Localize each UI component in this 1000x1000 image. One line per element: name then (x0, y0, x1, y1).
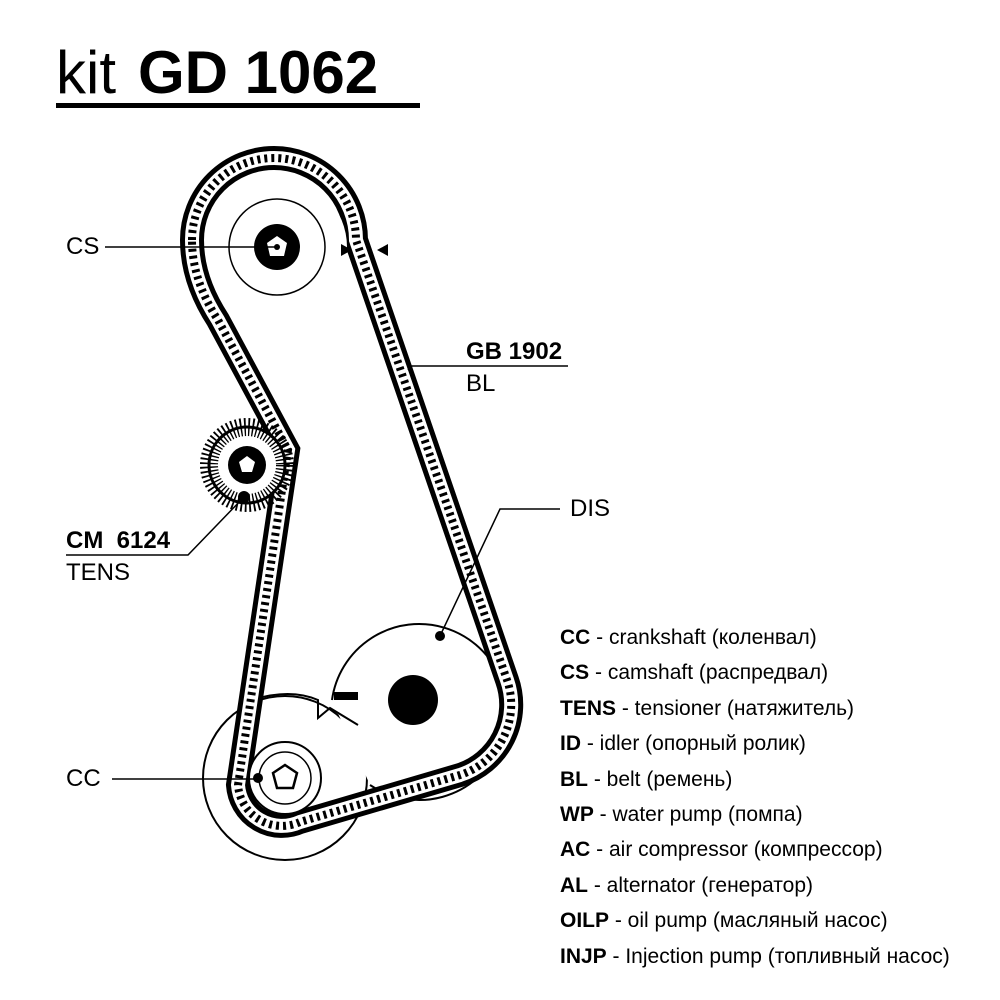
legend-item: CC - crankshaft (коленвал) (560, 626, 817, 649)
label-belt-code: GB 1902 (466, 338, 563, 365)
legend-item: TENS - tensioner (натяжитель) (560, 696, 855, 720)
legend: CC - crankshaft (коленвал) CS - camshaft… (560, 620, 950, 974)
tensioner-pulley (200, 418, 294, 512)
legend-item: ID - idler (опорный ролик) (560, 732, 806, 756)
title-kit: kit (56, 39, 116, 106)
distributor-pulley (331, 623, 509, 802)
label-cc: CC (66, 765, 101, 792)
title-code: GD 1062 (138, 39, 379, 106)
label-tensioner-code: CM 6124 (66, 527, 171, 554)
legend-item: WP - water pump (помпа) (560, 803, 803, 827)
label-dis: DIS (570, 495, 611, 522)
legend-item: CS - camshaft (распредвал) (560, 661, 829, 685)
page-title: kit GD 1062 (56, 38, 378, 108)
title-underline (56, 103, 420, 108)
label-belt-type: BL (466, 370, 496, 397)
legend-item: AC - air compressor (компрессор) (560, 838, 883, 862)
legend-item: BL - belt (ремень) (560, 767, 733, 791)
legend-item: AL - alternator (генератор) (560, 873, 813, 897)
legend-item: OILP - oil pump (масляный насос) (560, 909, 888, 933)
legend-item: INJP - Injection pump (топливный насос) (560, 944, 950, 968)
leader-lines (66, 246, 568, 780)
label-tensioner-type: TENS (66, 559, 131, 586)
label-cs: CS (66, 233, 100, 260)
crankshaft-hub (248, 741, 322, 815)
